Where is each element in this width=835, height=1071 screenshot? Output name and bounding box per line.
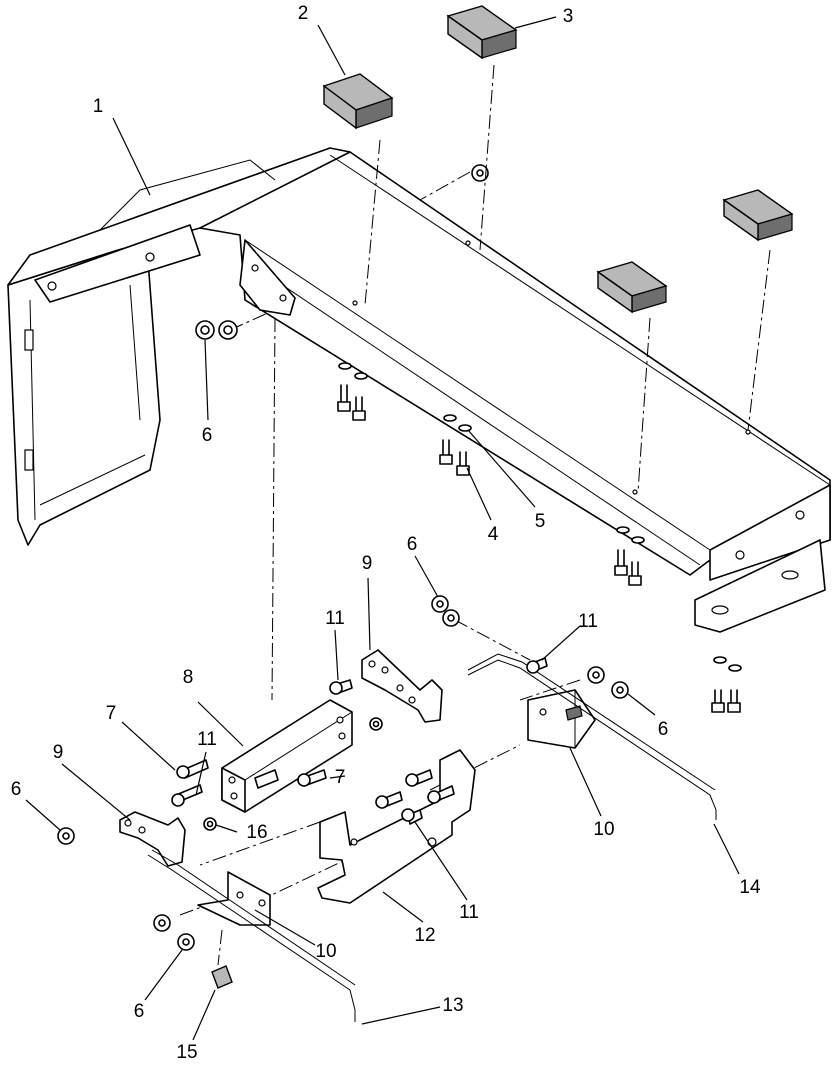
rod-part-13	[147, 849, 356, 1022]
callout-11-upper-right: 11	[578, 611, 598, 632]
bumper-part-3b	[596, 261, 668, 314]
bumper-part-3	[446, 5, 518, 60]
rod-part-14	[467, 653, 717, 820]
callout-6-frame: 6	[202, 425, 213, 446]
callout-3: 3	[563, 6, 574, 27]
main-frame-part-1	[7, 147, 831, 633]
callout-9-upper: 9	[362, 553, 373, 574]
callout-13: 13	[442, 995, 463, 1016]
callout-15: 15	[176, 1042, 197, 1063]
callout-6-right: 6	[658, 719, 669, 740]
callout-7-center: 7	[335, 767, 346, 788]
lock-washers-part-5	[338, 362, 742, 672]
callout-16: 16	[246, 822, 267, 843]
callout-7-left: 7	[106, 703, 117, 724]
bumper-part-3c	[722, 189, 794, 242]
callout-9-lower: 9	[53, 742, 64, 763]
bolts-part-4	[337, 384, 741, 713]
leader-lines	[25, 16, 740, 1041]
callout-6-left: 6	[11, 779, 22, 800]
hinge-bracket-part-9-lower	[119, 811, 186, 867]
callout-14: 14	[739, 877, 761, 898]
callout-10-left: 10	[315, 941, 336, 962]
callout-12: 12	[414, 925, 435, 946]
callout-8: 8	[183, 667, 194, 688]
callout-4: 4	[488, 524, 499, 545]
callout-6-upper: 6	[407, 534, 418, 555]
clip-part-15	[211, 965, 233, 989]
bumper-part-2	[322, 73, 394, 130]
washer-part-16	[203, 717, 383, 831]
flange-nuts-part-6-lower	[57, 595, 629, 951]
callout-labels: 1 2 3 4 5 6 6 6 6 6 7 7 8 9 9 10 10 11 1…	[11, 3, 761, 1063]
bolts-part-7-11	[171, 657, 548, 825]
hinge-bracket-part-9-upper	[361, 649, 443, 723]
callout-2: 2	[298, 3, 309, 24]
nut-icon	[471, 164, 489, 182]
callout-6-bottom: 6	[134, 1001, 145, 1022]
callout-1: 1	[93, 96, 104, 117]
clip-bracket-part-10-right	[527, 689, 596, 749]
callout-5: 5	[535, 511, 546, 532]
clip-bracket-part-10-left	[197, 871, 271, 926]
assembly-lines	[179, 64, 771, 966]
callout-11-upper-left: 11	[325, 608, 345, 629]
flange-nuts-part-6-frame	[195, 320, 238, 340]
callout-11-left: 11	[197, 729, 217, 750]
bracket-part-8	[221, 699, 353, 813]
callout-11-bottom: 11	[459, 902, 479, 923]
callout-10-right: 10	[593, 819, 614, 840]
